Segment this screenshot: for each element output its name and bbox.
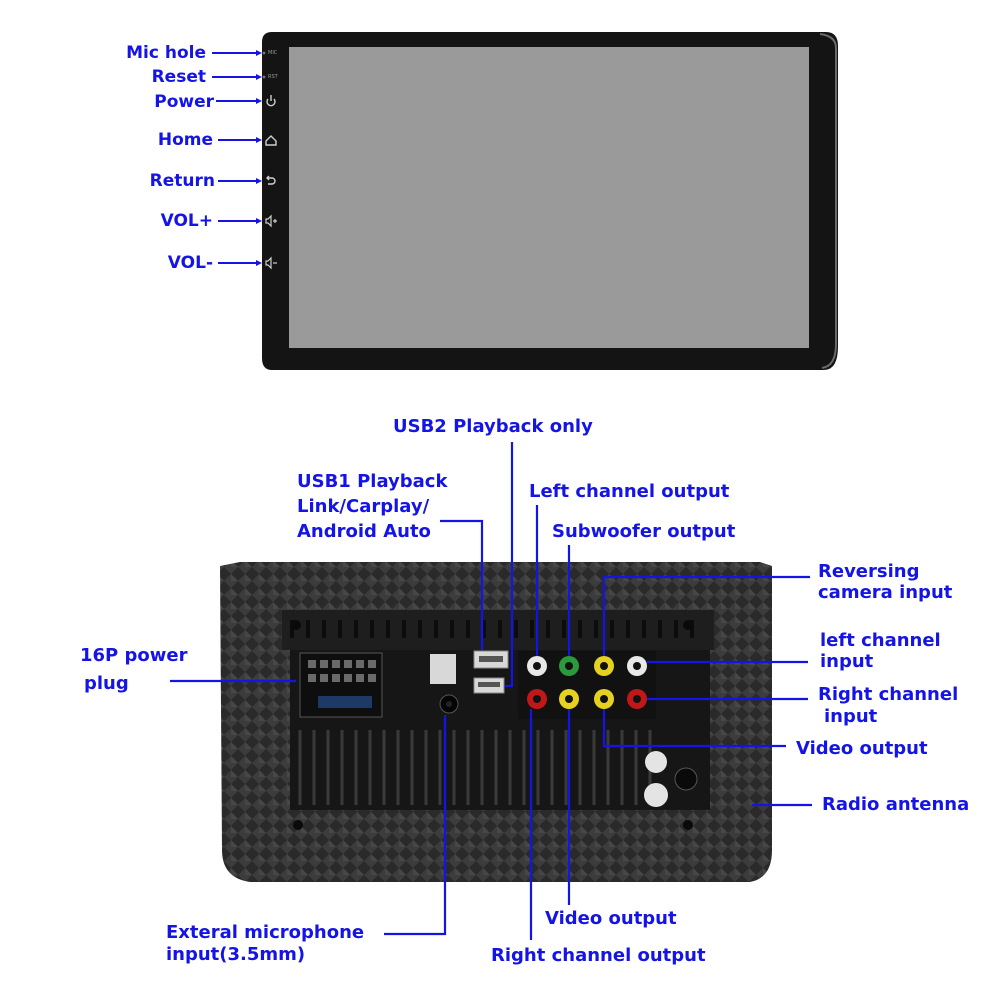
bezel-edge (819, 33, 837, 369)
label-microphone-line1: Exteral microphone (166, 922, 365, 943)
antenna-jack[interactable] (674, 767, 698, 791)
label-right-channel-input-line1: Right channel (818, 684, 959, 705)
leader-video-output-right (602, 709, 786, 748)
volume-up-icon[interactable] (265, 214, 277, 228)
label-usb2: USB2 Playback only (393, 416, 593, 437)
label-video-output-right: Video output (796, 738, 928, 759)
label-power: Power (154, 92, 214, 112)
label-left-channel-input-line2: input (820, 651, 874, 672)
power-connector-16p[interactable] (299, 652, 383, 718)
label-right-channel-input-line2: input (824, 706, 878, 727)
volume-down-icon[interactable] (265, 256, 277, 270)
sticker-top (645, 751, 667, 773)
label-usb1-line2: Link/Carplay/ (297, 496, 430, 517)
display-screen[interactable] (289, 47, 809, 348)
leader-usb1 (440, 519, 484, 650)
mic-jack[interactable] (439, 694, 459, 714)
label-return: Return (149, 171, 215, 191)
leader-reversing (602, 575, 810, 656)
label-power-plug-line1: 16P power (80, 645, 188, 666)
label-vol-up: VOL+ (160, 211, 213, 231)
label-reversing-line2: camera input (818, 582, 953, 603)
label-home: Home (157, 130, 213, 150)
label-power-plug-line2: plug (84, 673, 129, 694)
front-unit (212, 32, 838, 370)
label-video-output-bottom: Video output (545, 908, 677, 929)
mic-bezel-mark: MIC (268, 50, 278, 56)
rst-bezel-mark: RST (268, 74, 278, 80)
leader-microphone (384, 715, 447, 936)
home-icon[interactable] (265, 135, 277, 146)
label-microphone-line2: input(3.5mm) (166, 944, 306, 965)
label-left-channel-input-line1: left channel (820, 630, 941, 651)
label-reset: Reset (151, 67, 206, 87)
label-subwoofer-output: Subwoofer output (552, 521, 736, 542)
leader-usb2 (505, 442, 514, 688)
label-usb1-line1: USB1 Playback (297, 471, 448, 492)
mic-hole-dot (262, 51, 266, 55)
label-vol-down: VOL- (167, 253, 213, 273)
aux-connector (430, 654, 456, 684)
sticker-bottom (644, 783, 668, 807)
label-usb1-line3: Android Auto (297, 521, 431, 542)
label-left-channel-output: Left channel output (529, 481, 730, 502)
label-radio-antenna: Radio antenna (822, 794, 970, 815)
power-icon[interactable] (266, 95, 276, 107)
return-icon[interactable] (266, 175, 276, 185)
label-right-channel-output: Right channel output (491, 945, 706, 966)
reset-hole-dot (262, 75, 266, 79)
label-mic-hole: Mic hole (126, 43, 206, 63)
label-reversing-line1: Reversing (818, 561, 920, 582)
back-unit (220, 562, 772, 882)
